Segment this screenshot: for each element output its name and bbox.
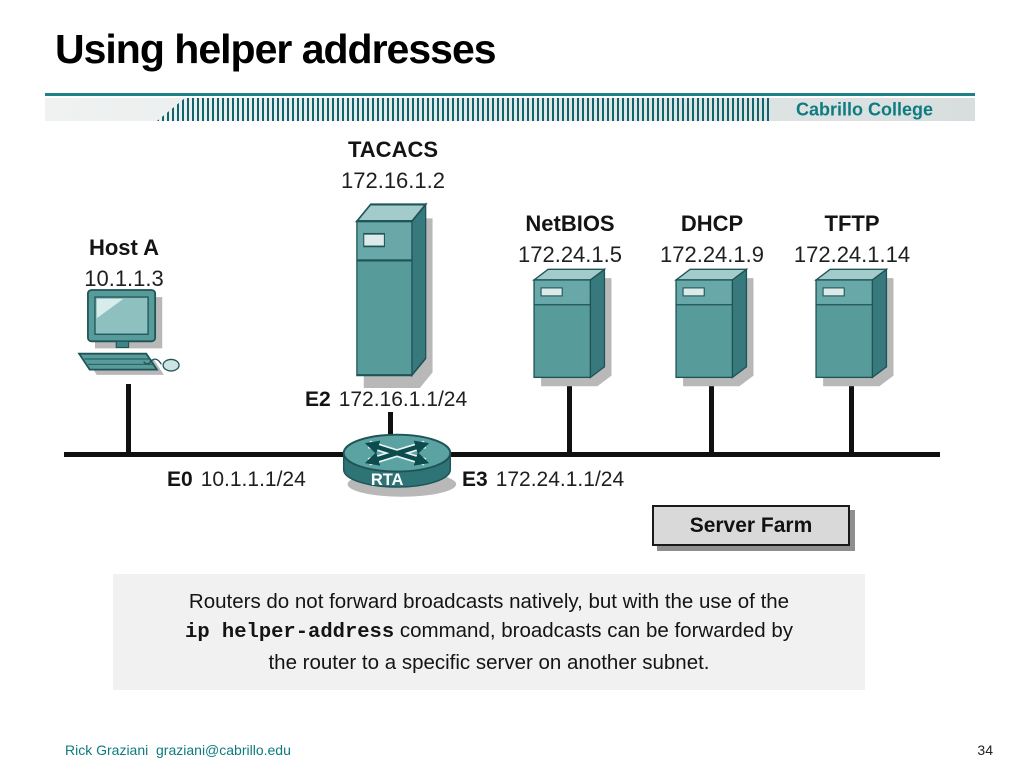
ethernet-bus-line [64, 452, 940, 457]
note-line-2-rest: command, broadcasts can be forwarded by [394, 619, 793, 643]
tacacs-label: TACACS 172.16.1.2 [308, 137, 478, 194]
slide-title: Using helper addresses [55, 26, 497, 72]
note-command: ip helper-address [185, 621, 395, 645]
page-number: 34 [977, 742, 993, 758]
dhcp-server-icon [675, 268, 755, 387]
brand-name: Cabrillo College [795, 99, 933, 119]
note-box: Routers do not forward broadcasts native… [113, 574, 865, 690]
header-band: Cabrillo College [45, 93, 975, 121]
tacacs-ip: 172.16.1.2 [341, 168, 445, 193]
netbios-server-use [533, 268, 613, 387]
router-use [344, 435, 456, 497]
dhcp-server-use [675, 268, 755, 387]
tftp-name: TFTP [824, 211, 880, 236]
netbios-server-icon [533, 268, 613, 387]
server-farm-label: Server Farm [689, 513, 813, 537]
dhcp-drop-line [709, 382, 714, 456]
host-name: Host A [88, 235, 160, 260]
interface-e0-label: E0 10.1.1.1/24 [164, 468, 309, 492]
dhcp-name: DHCP [680, 211, 744, 236]
interface-e0-name: E0 [167, 468, 193, 491]
interface-e3-name: E3 [462, 468, 488, 491]
tacacs-drop-line [388, 384, 393, 440]
tftp-label: TFTP 172.24.1.14 [767, 211, 937, 268]
tacacs-name: TACACS [347, 137, 439, 162]
host-drop-line [126, 384, 131, 456]
interface-e2-name: E2 [305, 388, 331, 411]
router-icon [334, 414, 460, 500]
interface-e2-label: E2 172.16.1.1/24 [302, 388, 471, 412]
host-computer-use [78, 289, 180, 376]
footer-author: Rick Graziani graziani@cabrillo.edu [65, 742, 291, 758]
band-body: Cabrillo College [45, 98, 975, 121]
tftp-server-use [815, 268, 895, 387]
note-line-3: the router to a specific server on anoth… [268, 650, 710, 674]
band-top-rule [45, 93, 975, 96]
netbios-drop-line [567, 382, 572, 456]
netbios-ip: 172.24.1.5 [518, 242, 622, 267]
dhcp-ip: 172.24.1.9 [660, 242, 764, 267]
host-computer-icon [78, 289, 180, 376]
tacacs-server-icon [355, 203, 434, 391]
dhcp-label: DHCP 172.24.1.9 [627, 211, 797, 268]
host-ip: 10.1.1.3 [84, 266, 164, 291]
interface-e2-ip: 172.16.1.1/24 [338, 388, 468, 411]
interface-e3-ip: 172.24.1.1/24 [495, 468, 625, 491]
tacacs-server-use [355, 203, 434, 391]
server-farm-box: Server Farm [652, 505, 850, 546]
tftp-server-icon [815, 268, 895, 387]
netbios-label: NetBIOS 172.24.1.5 [485, 211, 655, 268]
tftp-ip: 172.24.1.14 [793, 242, 911, 267]
band-stripes-decoration [157, 98, 769, 121]
tftp-drop-line [849, 382, 854, 456]
note-line-1: Routers do not forward broadcasts native… [188, 590, 790, 614]
note-line-2: ip helper-address command, broadcasts ca… [113, 616, 865, 647]
host-label: Host A 10.1.1.3 [39, 235, 209, 292]
interface-e3-label: E3 172.24.1.1/24 [459, 468, 628, 492]
interface-e0-ip: 10.1.1.1/24 [200, 468, 306, 491]
netbios-name: NetBIOS [525, 211, 615, 236]
